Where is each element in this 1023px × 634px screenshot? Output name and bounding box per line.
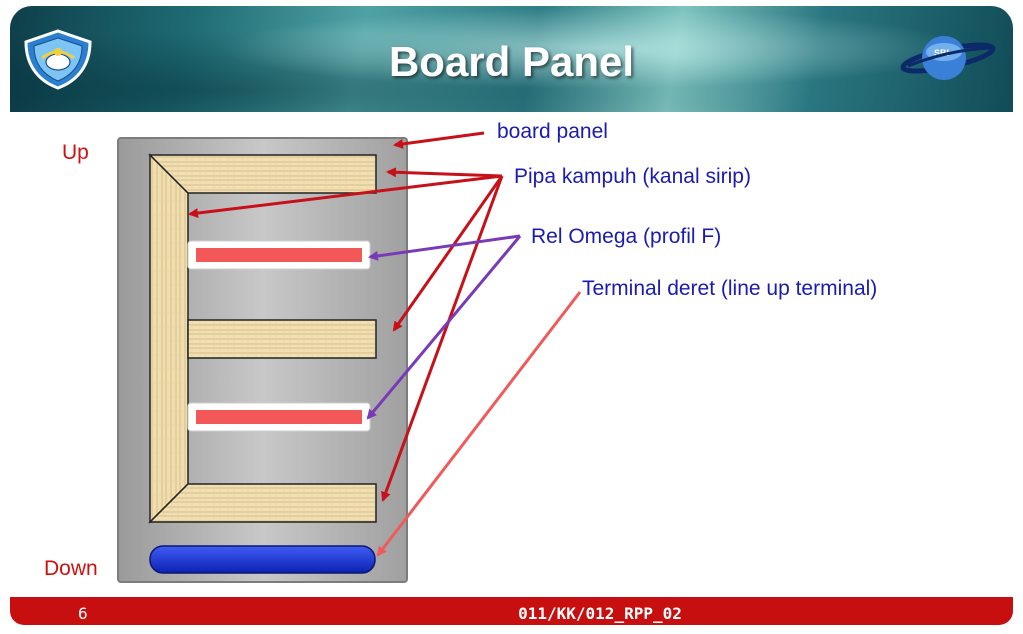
cable-duct-top [148,154,377,194]
arrow-board-panel [393,131,485,149]
label-down: Down [44,557,98,580]
svg-text:SBI: SBI [934,48,949,58]
tut-wuri-handayani-icon [24,29,92,90]
cable-duct-middle [187,319,377,359]
cable-duct-bottom [148,483,377,523]
din-rail-top [187,240,371,270]
slide-footer [10,597,1013,625]
arrows-rel-omega [366,234,522,420]
callout-pipa-kampuh: Pipa kampuh (kanal sirip) [514,165,751,188]
din-rail-bottom [187,402,371,432]
sbi-globe-icon: SBI [900,36,996,80]
slide-page-number: 6 [78,604,88,623]
header-sheen [10,6,1013,112]
label-up: Up [62,141,89,164]
slide-footer-code: 011/KK/012_RPP_02 [518,604,682,623]
callout-rel-omega: Rel Omega (profil F) [531,225,722,248]
cable-duct-group [148,153,377,524]
callout-terminal-deret: Terminal deret (line up terminal) [582,277,878,300]
slide-title: Board Panel [388,38,635,85]
cable-duct-vertical [149,153,189,524]
arrow-terminal-deret [376,291,582,557]
callout-board-panel: board panel [497,120,608,143]
slide-header [10,6,1013,112]
terminal-strip [149,545,376,574]
arrows-pipa-kampuh [188,167,504,502]
